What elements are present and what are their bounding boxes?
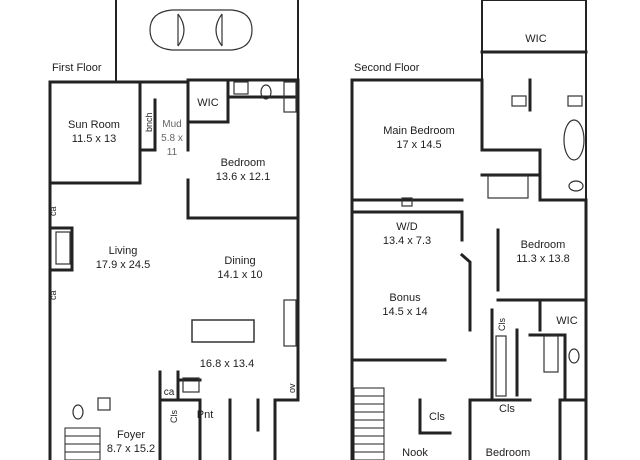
mud-room-dims-b: 11 [166,147,178,158]
main-bedroom-dims: 17 x 14.5 [396,139,442,151]
appliance-icon [182,377,200,393]
tub-icon [563,119,585,161]
second-floor-walls [350,0,588,460]
closet-rod-icon [495,335,507,397]
dining-dims: 14.1 x 10 [217,269,263,281]
main-bedroom-name: Main Bedroom [383,125,455,137]
dining-name: Dining [224,255,256,267]
mud-room-label: Mud 5.8 x 11 [158,118,186,160]
stairs [64,387,385,460]
wd-label: W/D 13.4 x 7.3 [372,220,442,248]
bedroom-first-label: Bedroom 13.6 x 12.1 [208,156,278,184]
cls-vert-label: Cls [497,318,507,331]
kitchen-dims-label: 16.8 x 13.4 [199,358,255,370]
sink-icon [233,81,249,95]
bedroom-second-label: Bedroom 11.3 x 13.8 [508,238,578,266]
wd-name: W/D [396,221,418,233]
toilet-icon-4 [568,348,580,364]
mud-room-dims-a: 5.8 x [161,133,183,144]
bench-label: bnch [144,112,154,132]
closet-shelf-icon-2 [567,95,583,107]
first-floor-walls [48,0,300,460]
bonus-label: Bonus 14.5 x 14 [370,291,440,319]
dryer-icon [401,197,413,207]
second-floor-title: Second Floor [354,62,420,74]
bonus-dims: 14.5 x 14 [382,306,428,318]
foyer-name: Foyer [116,429,146,441]
bedroom-second-name: Bedroom [520,239,566,251]
kitchen-island [191,319,255,343]
fireplace-icon [55,231,71,265]
toilet-icon-3 [568,180,584,192]
nook-label: Nook [402,447,428,459]
cls-a-label: Cls [429,411,445,423]
shower-icon [283,81,297,113]
sun-room-dims: 11.5 x 13 [71,133,117,145]
bedroom-first-name: Bedroom [220,157,266,169]
sun-room-name: Sun Room [68,119,120,131]
bedroom-first-dims: 13.6 x 12.1 [215,171,271,183]
bedroom-second-dims: 11.3 x 13.8 [516,253,570,265]
foyer-dims: 8.7 x 15.2 [106,443,156,455]
vanity-icon [487,175,529,199]
first-floor-title: First Floor [52,62,102,74]
car-icon [149,9,253,51]
wic-right-label: WIC [556,315,578,327]
mud-room-name: Mud [162,119,182,130]
sink-icon-2 [97,397,111,411]
fixtures [55,9,585,420]
living-label: Living 17.9 x 24.5 [88,244,158,272]
cls-b-label: Cls [499,403,515,415]
oven-label: ov [287,383,297,393]
wd-dims: 13.4 x 7.3 [382,235,432,247]
toilet-icon-2 [72,404,84,420]
sun-room-label: Sun Room 11.5 x 13 [58,118,130,146]
main-bedroom-label: Main Bedroom 17 x 14.5 [376,124,462,152]
ca-small-label: ca [163,387,175,398]
shower-icon-2 [543,335,559,373]
bonus-name: Bonus [389,292,421,304]
cls-first-label: Cls [169,410,179,423]
ca-bottom-label: ca [48,290,58,300]
ca-top-label: ca [48,206,58,216]
foyer-label: Foyer 8.7 x 15.2 [96,428,166,456]
wic-top-label: WIC [525,33,547,45]
closet-shelf-icon [511,95,527,107]
dining-label: Dining 14.1 x 10 [210,254,270,282]
wic-first-label: WIC [197,97,219,109]
bedroom-bottom-label: Bedroom [485,447,531,459]
range-icon [283,299,297,347]
living-dims: 17.9 x 24.5 [95,259,151,271]
toilet-icon [260,84,272,100]
living-name: Living [108,245,138,257]
pantry-label: Pnt [196,409,214,421]
